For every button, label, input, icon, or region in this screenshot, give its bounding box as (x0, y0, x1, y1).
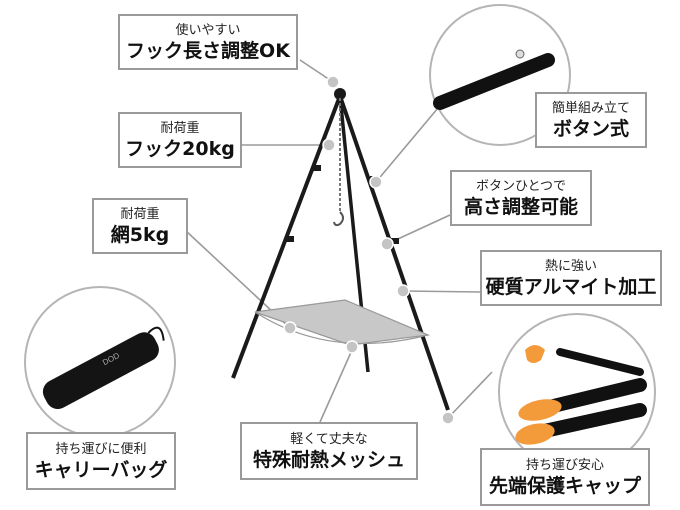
label-hook-main: フック長さ調整OK (126, 39, 290, 62)
label-aluminum: 熱に強い 硬質アルマイト加工 (480, 250, 662, 306)
label-mesh: 軽くて丈夫な 特殊耐熱メッシュ (240, 422, 418, 480)
label-bag: 持ち運びに便利 キャリーバッグ (26, 432, 176, 490)
label-cap-main: 先端保護キャップ (488, 474, 641, 497)
label-cap: 持ち運び安心 先端保護キャップ (480, 448, 650, 506)
label-hook-sub: 使いやすい (175, 22, 241, 38)
callout-dots (283, 75, 455, 425)
tripod-leg-right (338, 95, 450, 411)
label-aluminum-sub: 熱に強い (544, 258, 597, 274)
cap-closeup (498, 313, 656, 471)
label-net-load-main: 網5kg (110, 223, 170, 246)
label-mesh-sub: 軽くて丈夫な (290, 431, 368, 447)
cap-icon (525, 345, 545, 363)
label-aluminum-main: 硬質アルマイト加工 (485, 275, 657, 298)
label-hook-load-sub: 耐荷重 (160, 120, 200, 136)
bag-closeup: DOD (24, 286, 176, 438)
label-cap-sub: 持ち運び安心 (525, 457, 604, 473)
label-assembly-main: ボタン式 (552, 117, 629, 140)
label-hook-load: 耐荷重 フック20kg (118, 112, 242, 168)
pole-segment (433, 53, 555, 110)
label-height-main: 高さ調整可能 (463, 195, 578, 218)
label-assembly-sub: 簡単組み立て (551, 100, 630, 116)
label-mesh-main: 特殊耐熱メッシュ (252, 448, 405, 471)
carry-bag (42, 332, 159, 410)
label-height: ボタンひとつで 高さ調整可能 (450, 170, 592, 226)
mesh-net (254, 299, 431, 346)
label-hook: 使いやすい フック長さ調整OK (118, 14, 298, 70)
leader-lines (184, 59, 493, 423)
label-assembly: 簡単組み立て ボタン式 (535, 92, 647, 148)
label-net-load-sub: 耐荷重 (120, 206, 160, 222)
label-bag-sub: 持ち運びに便利 (55, 441, 147, 457)
hook (333, 211, 344, 227)
tripod (231, 88, 450, 411)
label-height-sub: ボタンひとつで (475, 178, 567, 194)
label-bag-main: キャリーバッグ (34, 458, 168, 481)
label-hook-load-main: フック20kg (125, 137, 235, 160)
push-button (515, 49, 525, 59)
label-net-load: 耐荷重 網5kg (92, 198, 188, 254)
